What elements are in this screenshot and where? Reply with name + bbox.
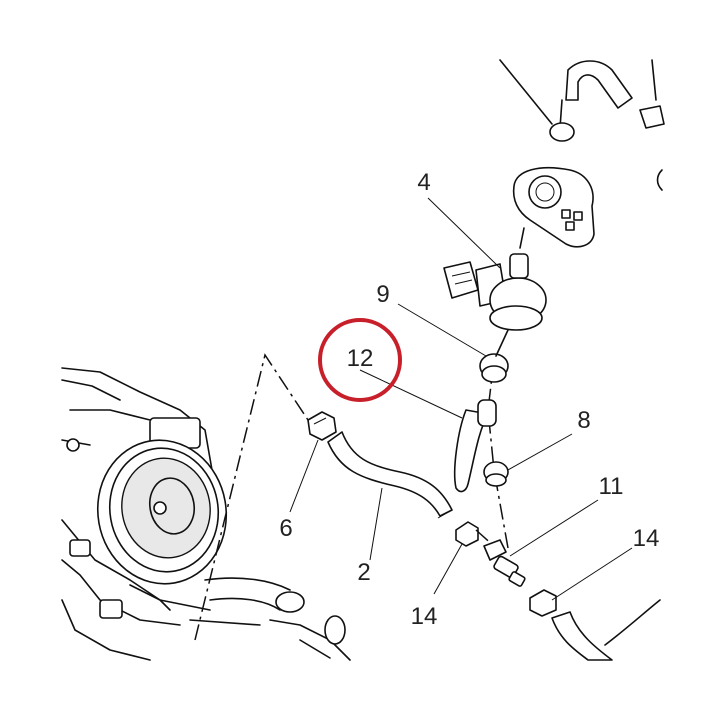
callout-11: 11: [599, 473, 624, 500]
hose-part-12: [453, 399, 497, 493]
nut-part-14-right: [529, 589, 557, 617]
callout-8: 8: [577, 407, 590, 434]
throttle-body-assembly: [61, 367, 351, 661]
callout-labels: 4 9 12 8 11 6 14 2 14: [279, 169, 659, 630]
callout-14-right: 14: [633, 525, 660, 552]
callout-14-left: 14: [411, 603, 438, 630]
clamp-part-9: [479, 353, 509, 383]
callout-12: 12: [347, 345, 374, 372]
highlight-ring: [318, 318, 402, 402]
callout-9: 9: [376, 281, 389, 308]
alignment-line-3: [487, 359, 509, 549]
clamp-part-8: [483, 461, 509, 487]
nut-part-6: [307, 411, 337, 441]
callout-6: 6: [279, 515, 292, 542]
alignment-line-2: [475, 529, 495, 547]
alignment-line: [194, 353, 309, 641]
hose-lower-right: [551, 599, 661, 661]
valve-part-4: [443, 227, 547, 357]
callout-2: 2: [357, 559, 370, 586]
fitting-part-11: [483, 539, 526, 587]
callout-4: 4: [417, 169, 430, 196]
nut-part-14-left: [455, 521, 479, 547]
top-hose: [499, 59, 665, 191]
bracket: [512, 166, 595, 248]
leader-lines: [289, 197, 633, 601]
hose-part-2: [327, 431, 453, 519]
